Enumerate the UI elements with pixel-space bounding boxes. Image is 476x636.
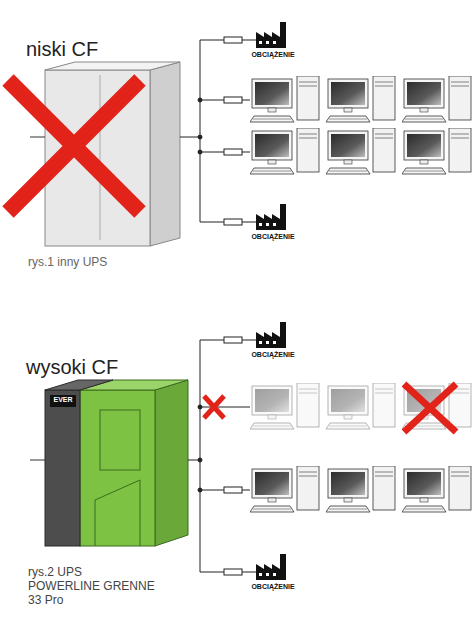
loads-fig2 xyxy=(250,322,471,580)
red-cross-small xyxy=(204,396,224,418)
red-cross-computer xyxy=(404,384,456,432)
figure-heading: wysoki CF xyxy=(26,356,166,379)
brand-logo: EVER xyxy=(50,396,76,404)
load-label: OBCIĄŻENIE xyxy=(243,233,303,241)
load-label: OBCIĄŻENIE xyxy=(243,51,303,59)
ups-cabinet-green xyxy=(30,380,188,546)
figure-caption: rys.2 UPS POWERLINE GRENNE 33 Pro xyxy=(28,566,156,607)
fuses-fig2 xyxy=(224,337,242,575)
ups-cabinet-grey xyxy=(30,62,180,246)
wiring-fig1 xyxy=(180,40,256,222)
figure-caption: rys.1 inny UPS xyxy=(28,256,188,270)
fuses-fig1 xyxy=(224,37,242,225)
red-cross xyxy=(8,80,140,212)
load-label: OBCIĄŻENIE xyxy=(243,351,303,359)
load-label: OBCIĄŻENIE xyxy=(243,583,303,591)
wiring-fig2 xyxy=(188,340,256,572)
figure-heading: niski CF xyxy=(26,38,166,61)
